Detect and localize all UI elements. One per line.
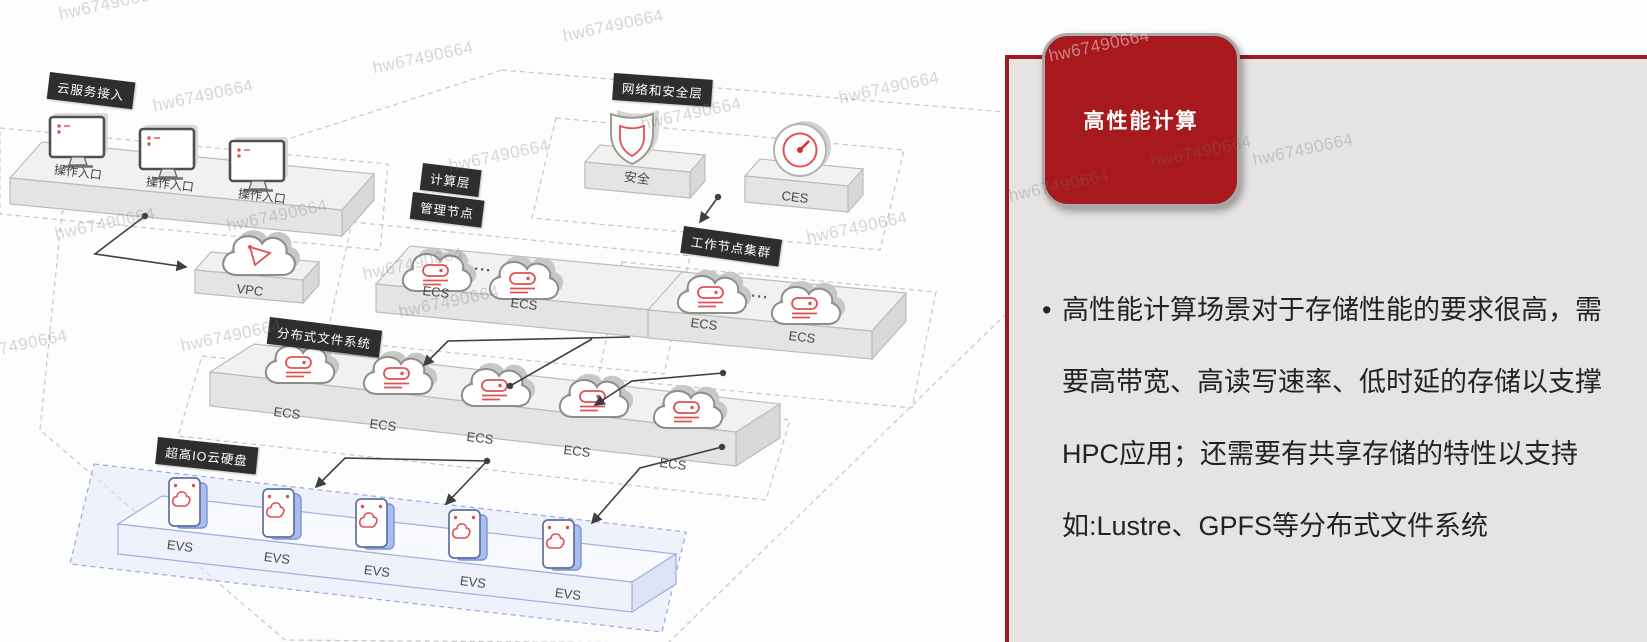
ces-platform [743,121,865,214]
bullet-line: • 高性能计算场景对于存储性能的要求很高，需 [1042,274,1644,346]
evs-disk-icon [355,498,395,550]
bullet-line: HPC应用；还需要有共享存储的特性以支持 [1062,439,1579,469]
bullet-line: 要高带宽、高读写速率、低时延的存储以支撑 [1062,367,1602,397]
ces-gauge-icon [773,121,831,177]
evs-platform [116,477,678,614]
evs-disk-icon [262,488,302,540]
ellipsis-label: ··· [750,287,770,307]
worker-cluster-boundary [597,261,937,409]
evs-label: EVS [459,572,487,592]
vpc-label: VPC [235,280,265,300]
ecs-label: ECS [465,428,495,448]
network-security-boundary [531,117,905,251]
ellipsis-label: ··· [473,260,493,280]
evs-label: EVS [166,536,194,556]
ecs-label: ECS [689,314,719,334]
architecture-diagram [0,69,1005,642]
ecs-label: ECS [509,294,539,314]
vpc-cloud-icon [222,229,301,277]
evs-label: EVS [363,561,391,581]
dfs-platform [208,339,782,468]
security-platform [583,110,707,200]
security-label: 安全 [623,168,651,188]
connector-lines [92,196,724,525]
ecs-label: ECS [562,441,592,461]
ecs-label: ECS [658,454,688,474]
evs-disk-icon [168,477,208,529]
evs-disk-icon [448,509,488,561]
ecs-label: ECS [787,327,817,347]
compute-layer-boundary [325,221,691,375]
ecs-label: ECS [368,415,398,435]
bullet-line-text: 高性能计算场景对于存储性能的要求很高，需 [1062,295,1602,325]
evs-disk-icon [542,519,582,571]
cloud-access-platform [8,111,376,238]
bullet-dot: • [1042,295,1052,325]
hpc-title-badge: 高性能计算 [1042,33,1240,207]
outer-boundary [39,69,1005,642]
worker-cluster-platform [646,269,908,361]
connector-dots [141,193,727,465]
evs-label: EVS [263,548,291,568]
security-shield-icon [610,110,659,166]
evs-label: EVS [554,584,582,604]
bullet-line: 如:Lustre、GPFS等分布式文件系统 [1062,511,1489,541]
ces-label: CES [780,187,810,207]
bullet-text: • 高性能计算场景对于存储性能的要求很高，需 要高带宽、高读写速率、低时延的存储以… [1042,274,1644,562]
ecs-label: ECS [272,403,302,423]
vpc-platform [193,229,321,305]
ecs-label: ECS [421,282,451,302]
